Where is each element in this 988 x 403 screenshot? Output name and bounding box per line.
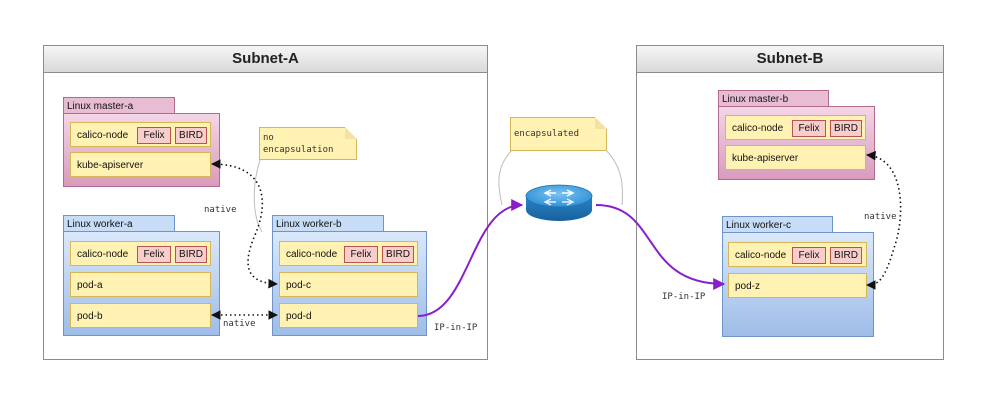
felix-chip: Felix (137, 246, 171, 263)
pod-b: pod-b (70, 303, 211, 328)
note-tether-encap-right (605, 149, 623, 206)
calico-node-worker-b: calico-node Felix BIRD (279, 241, 418, 266)
pod-d: pod-d (279, 303, 418, 328)
host-worker-b: calico-node Felix BIRD pod-c pod-d (272, 231, 427, 336)
host-tab-worker-a: Linux worker-a (63, 215, 175, 233)
edge-native-master-a (211, 159, 278, 289)
host-tab-master-a: Linux master-a (63, 97, 175, 115)
note-tether-encap (498, 149, 513, 206)
note-line-1: encapsulated (514, 129, 580, 139)
note-fold (345, 127, 357, 139)
subnet-a-title: Subnet-A (44, 46, 487, 73)
bird-chip: BIRD (175, 246, 207, 263)
kube-apiserver-master-b: kube-apiserver (725, 145, 866, 170)
edge-ipip-left (417, 199, 524, 317)
label-native-master-a: native (204, 205, 237, 215)
label-native-pods: native (223, 319, 256, 329)
bird-chip: BIRD (830, 120, 862, 137)
host-tab-worker-c: Linux worker-c (722, 216, 833, 234)
label-native-master-b: native (864, 212, 897, 222)
note-line-1: no (263, 133, 274, 143)
label-ipip-left: IP-in-IP (434, 323, 478, 333)
bird-chip: BIRD (830, 247, 862, 264)
calico-node-master-b: calico-node Felix BIRD (725, 115, 866, 140)
calico-node-label: calico-node (77, 130, 129, 141)
calico-node-label: calico-node (286, 249, 338, 260)
pod-c: pod-c (279, 272, 418, 297)
kube-apiserver-master-a: kube-apiserver (70, 152, 211, 177)
host-master-a: calico-node Felix BIRD kube-apiserver (63, 113, 220, 187)
felix-chip: Felix (344, 246, 378, 263)
calico-node-worker-a: calico-node Felix BIRD (70, 241, 211, 266)
felix-chip: Felix (137, 127, 171, 144)
pod-a: pod-a (70, 272, 211, 297)
host-worker-c: calico-node Felix BIRD pod-z (722, 232, 874, 337)
felix-chip: Felix (792, 120, 826, 137)
calico-node-worker-c: calico-node Felix BIRD (728, 242, 867, 267)
note-tether-no-encap (253, 159, 263, 233)
label-ipip-right: IP-in-IP (662, 292, 706, 302)
edge-ipip-right (595, 204, 726, 290)
felix-chip: Felix (792, 247, 826, 264)
calico-node-label: calico-node (77, 249, 129, 260)
note-encapsulated: encapsulated (510, 117, 607, 151)
calico-node-master-a: calico-node Felix BIRD (70, 122, 211, 147)
host-tab-master-b: Linux master-b (718, 90, 829, 108)
bird-chip: BIRD (175, 127, 207, 144)
note-line-2: encapsulation (263, 145, 334, 155)
host-master-b: calico-node Felix BIRD kube-apiserver (718, 106, 875, 180)
router-icon (525, 184, 593, 221)
note-fold (595, 117, 607, 129)
note-no-encapsulation: no encapsulation (259, 127, 357, 160)
calico-node-label: calico-node (732, 123, 784, 134)
host-worker-a: calico-node Felix BIRD pod-a pod-b (63, 231, 220, 336)
calico-node-label: calico-node (735, 250, 787, 261)
bird-chip: BIRD (382, 246, 414, 263)
subnet-b-title: Subnet-B (637, 46, 943, 73)
